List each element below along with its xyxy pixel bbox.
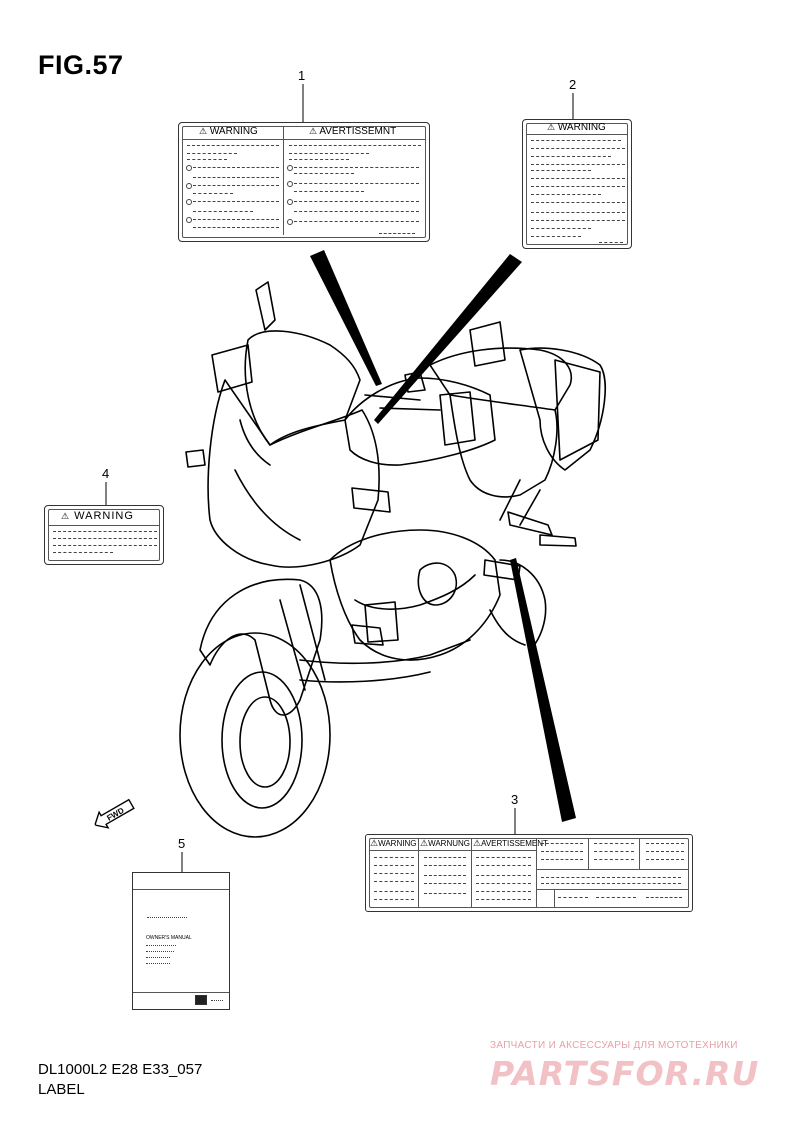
fwd-arrow-icon: FWD <box>89 793 138 834</box>
warning-label-3: ⚠WARNING ⚠WARNUNG ⚠AVERTISSEMENT <box>365 834 693 912</box>
label4-header: ⚠ WARNING <box>61 510 134 522</box>
figure-title: FIG.57 <box>38 50 124 80</box>
warning-triangle-icon: ⚠ <box>61 511 71 521</box>
label1-header-left: ⚠ WARNING <box>199 126 258 137</box>
warning-triangle-icon: ⚠ <box>370 838 379 848</box>
front-wheel-rim <box>221 671 303 809</box>
warning-label-4: ⚠ WARNING <box>44 505 164 565</box>
figure-code: DL1000L2 E28 E33_057 <box>38 1061 203 1078</box>
label2-header: ⚠ WARNING <box>547 122 606 133</box>
label3-header-a: ⚠WARNING <box>370 838 417 848</box>
warning-triangle-icon: ⚠ <box>199 126 208 136</box>
watermark-brand: PARTSFOR.RU <box>490 1054 760 1093</box>
booklet-title: OWNER'S MANUAL <box>146 935 192 941</box>
callout-2: 2 <box>569 77 577 92</box>
warning-triangle-icon: ⚠ <box>547 122 556 132</box>
callout-3: 3 <box>511 792 519 807</box>
warning-label-1: ⚠ WARNING ⚠ AVERTISSEMNT <box>178 122 430 242</box>
brand-logo-icon <box>195 995 207 1005</box>
callout-5: 5 <box>178 836 186 851</box>
figure-footer: DL1000L2 E28 E33_057 LABEL <box>38 1060 202 1100</box>
figure-name: LABEL <box>38 1081 85 1098</box>
callout-4: 4 <box>102 466 110 481</box>
fwd-text: FWD <box>105 806 125 823</box>
label3-header-c: ⚠AVERTISSEMENT <box>473 838 548 848</box>
warning-triangle-icon: ⚠ <box>473 838 482 848</box>
owners-manual-booklet: OWNER'S MANUAL <box>132 872 230 1010</box>
watermark-tagline: ЗАПЧАСТИ И АКСЕССУАРЫ ДЛЯ МОТОТЕХНИКИ <box>490 1040 738 1051</box>
fwd-arrow-shape: FWD <box>94 798 135 829</box>
warning-triangle-icon: ⚠ <box>309 126 318 136</box>
warning-label-2: ⚠ WARNING <box>522 119 632 249</box>
front-wheel-outer <box>179 632 331 838</box>
callout-1: 1 <box>298 68 306 83</box>
label1-header-right: ⚠ AVERTISSEMNT <box>309 126 397 137</box>
label3-header-b: ⚠WARNUNG <box>420 838 470 848</box>
warning-triangle-icon: ⚠ <box>420 838 429 848</box>
